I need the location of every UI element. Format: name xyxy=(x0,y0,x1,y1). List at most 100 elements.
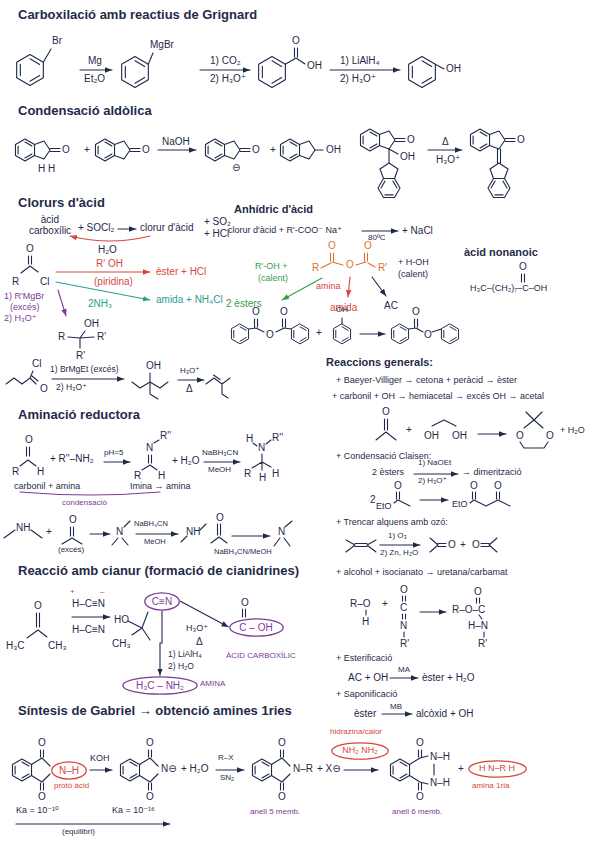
note-text: R xyxy=(12,276,19,287)
note-text: 2 èsters xyxy=(372,468,404,478)
note-text: èster xyxy=(354,708,376,719)
note-text: O xyxy=(416,737,424,748)
note-text: N xyxy=(400,620,407,631)
note-text: + Esterificació xyxy=(336,654,392,664)
note-text: H₃O⁺ xyxy=(186,624,208,634)
circled-group: H₃C – NH₂ xyxy=(122,676,198,695)
note-text: NaOH xyxy=(162,136,190,147)
note-text: AMINA xyxy=(200,680,225,689)
note-text: NaBH₃CN xyxy=(134,520,168,528)
group-text: H N–R H xyxy=(479,764,515,774)
circle-line xyxy=(332,743,388,759)
note-text: èster + H₂O xyxy=(422,672,475,683)
note-text: R–O xyxy=(350,598,371,609)
note-text: O xyxy=(519,261,527,272)
note-text: N–H xyxy=(430,777,450,788)
note-text: N xyxy=(258,442,265,453)
section-heading: Clorurs d'àcid xyxy=(18,196,105,210)
note-text: ÀCID CARBOXÍLIC xyxy=(226,652,296,661)
note-text: N⊖ xyxy=(161,763,177,774)
acid-chloride-scheme xyxy=(6,229,230,399)
note-text: + Trencar alquens amb ozó: xyxy=(336,518,448,528)
section-heading: Reaccions generals: xyxy=(326,356,433,368)
note-text: 2) Zn, H₂O xyxy=(380,549,418,558)
note-text: + Condensació Claisen: xyxy=(336,452,431,462)
note-text: R' xyxy=(378,262,387,273)
note-text: R'-OH + xyxy=(255,262,287,272)
note-text: Br xyxy=(52,35,62,46)
note-text: → dimerització xyxy=(462,468,522,478)
note-text: O xyxy=(470,480,478,491)
note-text: O xyxy=(424,329,432,340)
note-text: O xyxy=(346,259,354,270)
note-text: N–H xyxy=(430,751,450,762)
note-text: O xyxy=(252,306,260,317)
note-text: O xyxy=(448,539,456,550)
note-text: OH xyxy=(400,151,415,162)
note-text: Δ xyxy=(196,636,203,647)
note-text: 1) LiAlH₄ xyxy=(340,55,380,66)
note-text: O xyxy=(278,791,286,802)
group-text: C – OH xyxy=(239,622,272,633)
note-text: ⊖ xyxy=(232,162,240,173)
note-text: + xyxy=(382,598,388,609)
note-text: MeOH xyxy=(144,538,166,546)
group-text: NH₂ NH₂ xyxy=(342,746,378,756)
note-text: alcòxid + OH xyxy=(416,708,474,719)
note-text: R xyxy=(58,331,65,342)
circled-group: N–H xyxy=(51,761,87,780)
note-text: + H₂O xyxy=(560,426,585,436)
note-text: O xyxy=(38,791,46,802)
note-text: H₃C–(CH₂)₇–C–OH xyxy=(470,284,547,294)
note-text: H₂O xyxy=(98,244,117,255)
note-text: R' xyxy=(97,331,106,342)
note-text: + SO₂ xyxy=(204,216,231,227)
note-text: O xyxy=(416,791,424,802)
note-text: EtO xyxy=(376,502,392,512)
note-text: MeOH xyxy=(208,466,231,475)
note-text: CH₃ xyxy=(112,638,131,649)
reductive-amination xyxy=(4,440,292,546)
note-text: (calent) xyxy=(258,274,288,284)
note-text: + xyxy=(270,144,276,155)
note-text: C xyxy=(400,602,407,613)
note-text: 2) H₃O⁺ xyxy=(340,73,376,84)
note-text: O xyxy=(252,144,260,155)
note-text: carbonil + amina xyxy=(14,482,80,492)
note-text: OH xyxy=(146,360,161,371)
note-text: R' xyxy=(400,638,409,649)
note-text: pH=5 xyxy=(104,449,123,458)
note-text: amina xyxy=(316,282,341,292)
note-text: H₃C xyxy=(6,640,25,651)
note-text: R' xyxy=(76,350,85,361)
note-text: O xyxy=(412,306,420,317)
note-text: H–C≡N xyxy=(72,624,105,635)
note-text: OH xyxy=(307,60,322,71)
note-text: O xyxy=(62,144,70,155)
circle-line xyxy=(468,761,525,777)
note-text: O xyxy=(394,480,402,491)
note-text: H xyxy=(37,466,44,477)
note-text: + xyxy=(458,763,464,774)
note-text: (equilibri) xyxy=(62,828,95,837)
note-text: SN₂ xyxy=(220,774,234,783)
note-text: AC xyxy=(384,300,398,311)
grignard-scheme xyxy=(17,48,444,87)
note-text: O xyxy=(25,434,33,445)
note-text: + SOCl₂ xyxy=(78,222,114,233)
note-text: AC + OH xyxy=(348,672,388,683)
note-text: O xyxy=(407,134,415,145)
section-heading: Aminació reductora xyxy=(18,408,140,422)
section-heading: Síntesis de Gabriel → obtenció amines 1r… xyxy=(18,704,292,718)
note-text: Ka = 10⁻¹⁰ xyxy=(16,806,59,816)
note-text: clorur d'àcid + R'-COO⁻ Na⁺ xyxy=(228,226,342,236)
note-text: + carbonil + OH → hemiacetal → excés OH … xyxy=(332,392,544,402)
note-text: KOH xyxy=(90,754,110,764)
note-text: CH₃ xyxy=(48,640,67,651)
note-text: HO xyxy=(114,614,129,625)
note-text: 1) CO₂ xyxy=(210,55,241,66)
note-text: clorur d'àcid xyxy=(140,222,194,233)
group-text: C≡N xyxy=(152,596,172,607)
